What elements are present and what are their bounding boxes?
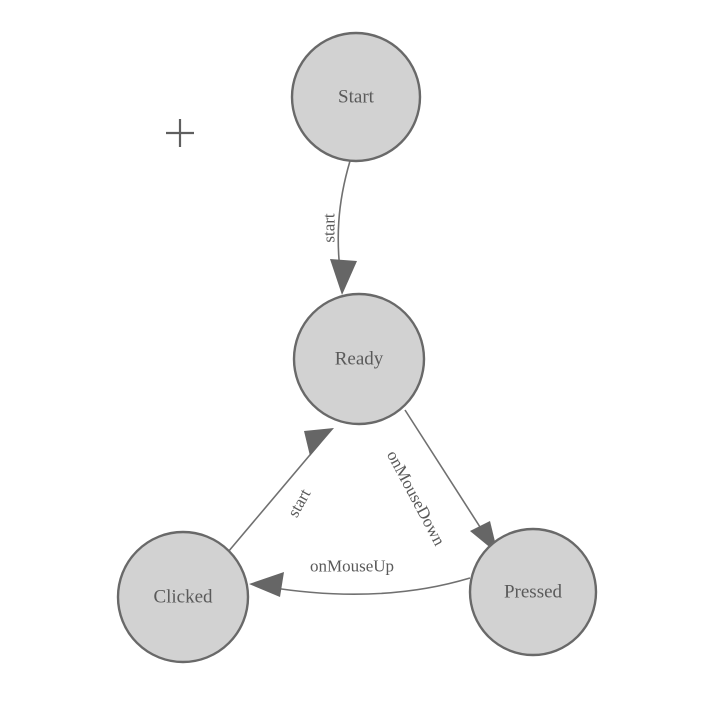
edge-start-to-ready[interactable]: start: [320, 160, 358, 295]
edge-pressed-to-clicked-path: [267, 577, 471, 596]
node-ready-label: Ready: [335, 349, 384, 370]
node-pressed-label: Pressed: [504, 582, 563, 603]
edge-clicked-to-ready[interactable]: start: [227, 428, 334, 553]
node-ready-circle: [292, 292, 426, 426]
crosshair-icon: [166, 119, 194, 147]
node-pressed[interactable]: Pressed: [468, 527, 598, 657]
node-clicked-circle: [116, 530, 250, 664]
edge-pressed-to-clicked[interactable]: onMouseUp: [249, 557, 471, 598]
arrowhead-into-ready-bottom: [304, 428, 334, 456]
node-pressed-circle: [468, 527, 598, 657]
node-start[interactable]: Start: [290, 31, 422, 163]
node-clicked[interactable]: Clicked: [116, 530, 250, 664]
edge-clicked-to-ready-path: [227, 442, 321, 553]
node-start-circle: [290, 31, 422, 163]
edge-label-onmouseup: onMouseUp: [310, 557, 394, 576]
edge-label-start-top: start: [320, 213, 339, 243]
arrowhead-into-clicked: [249, 572, 284, 597]
edge-ready-to-pressed[interactable]: onMouseDown: [383, 409, 498, 554]
edge-ready-to-pressed-path: [404, 409, 490, 542]
arrowhead-into-ready-top: [330, 259, 357, 295]
edge-label-start-bottom: start: [284, 485, 315, 520]
node-ready[interactable]: Ready: [292, 292, 426, 426]
node-start-label: Start: [338, 87, 375, 108]
node-clicked-label: Clicked: [153, 587, 213, 608]
